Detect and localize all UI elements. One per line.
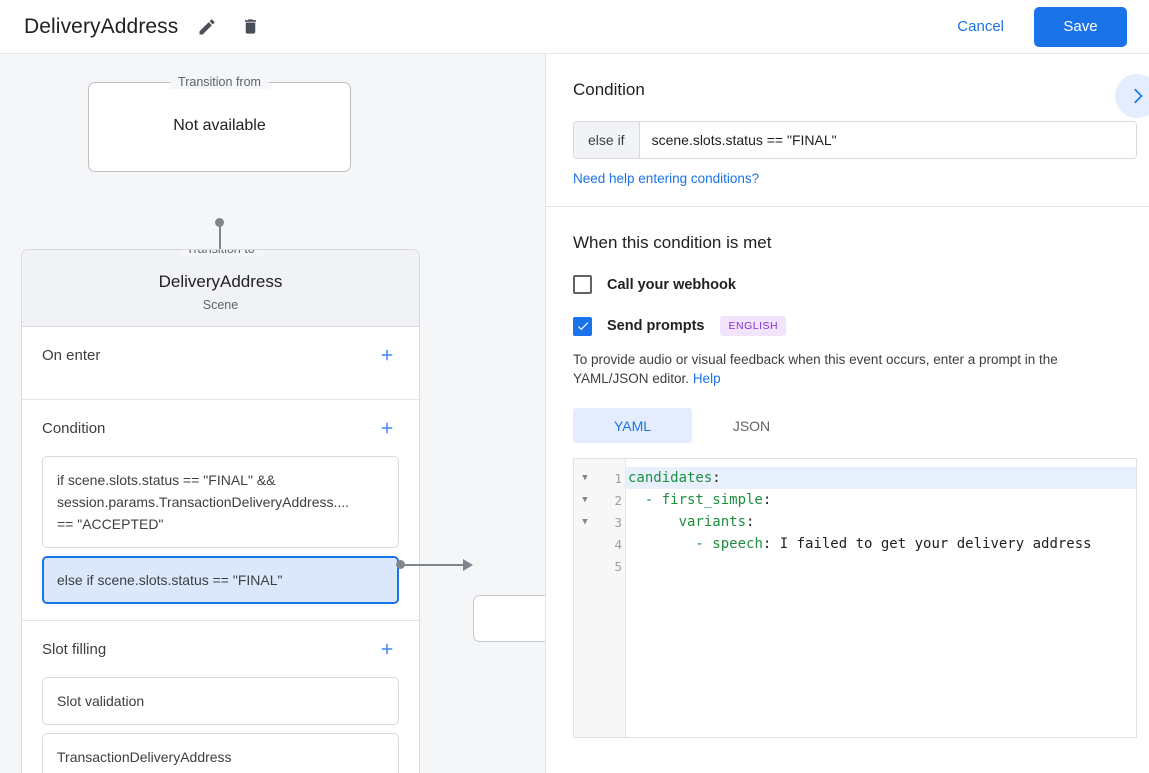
transition-from-value: Not available [173,117,266,134]
editor-gutter-row: ▼2 [574,489,625,511]
condition-edge-arrow [463,559,473,571]
section-condition: Condition if scene.slots.status == "FINA… [22,400,419,621]
trash-icon[interactable] [235,12,265,42]
section-on-enter: On enter [22,327,419,400]
helper-help-link[interactable]: Help [692,371,721,386]
fold-triangle-icon[interactable]: ▼ [582,517,588,527]
condition-operator-prefix: else if [574,122,640,158]
transition-to-legend: Transition to [178,250,263,256]
code-token [628,514,679,530]
slot-item-slot-validation[interactable]: Slot validation [42,677,399,725]
section-slot-filling: Slot filling Slot validation Transaction… [22,621,419,773]
call-webhook-checkbox[interactable] [573,275,592,294]
editor-line-number: 3 [614,514,622,530]
send-prompts-label: Send prompts [607,318,705,334]
add-slot-filling-button[interactable] [375,637,399,661]
save-button[interactable]: Save [1034,6,1127,47]
call-webhook-label: Call your webhook [607,276,736,293]
section-title-slot-filling: Slot filling [42,640,107,658]
condition-edge-line [400,564,466,566]
editor-gutter-row: ▼1 [574,467,625,489]
condition-heading: Condition [573,80,645,99]
code-token: : [746,514,755,530]
editor-code-line[interactable] [626,555,1136,577]
top-app-bar: DeliveryAddress Cancel Save [0,0,1149,54]
code-token: - [628,492,662,508]
check-icon [577,322,588,331]
helper-text-body: To provide audio or visual feedback when… [573,352,1058,386]
scene-card-header: DeliveryAddress Scene [22,250,419,327]
editor-code-line[interactable]: - first_simple: [626,489,1136,511]
add-on-enter-button[interactable] [375,343,399,367]
editor-code-line[interactable]: - speech: I failed to get your delivery … [626,533,1136,555]
tab-json[interactable]: JSON [732,417,771,434]
target-node[interactable] [473,595,546,642]
page-title: DeliveryAddress [24,14,179,38]
chevron-right-icon[interactable] [1115,74,1149,118]
code-token: speech [712,536,763,552]
code-token: : [762,536,780,552]
code-token: : [762,492,772,508]
send-prompts-checkbox[interactable] [573,316,592,336]
slot-item-transaction-delivery-address[interactable]: TransactionDeliveryAddress [42,733,399,773]
top-bar-actions: Cancel Save [945,6,1127,47]
when-condition-met-block: When this condition is met Call your web… [546,207,1149,738]
panel-divider [545,54,546,773]
fold-triangle-icon[interactable]: ▼ [582,473,588,483]
editor-gutter-row: ▼3 [574,511,625,533]
condition-detail-panel: Condition else if Need help entering con… [546,54,1149,773]
code-token: candidates [628,470,713,486]
editor-line-number: 4 [614,536,622,552]
editor-format-tabs: YAML JSON [573,408,1122,443]
condition-expression-input[interactable] [639,122,1136,158]
transition-from-legend: Transition from [170,75,269,89]
code-token: I failed to get your delivery address [779,536,1092,552]
condition-block: Condition else if Need help entering con… [546,54,1149,188]
condition-item-if[interactable]: if scene.slots.status == "FINAL" && sess… [42,456,399,548]
fold-triangle-icon[interactable]: ▼ [582,495,588,505]
panel-section-divider [546,206,1149,207]
add-condition-button[interactable] [375,416,399,440]
send-prompts-helper-text: To provide audio or visual feedback when… [573,350,1133,388]
condition-input-group[interactable]: else if [573,121,1137,159]
scene-type: Scene [202,298,239,312]
code-token: variants [678,514,747,530]
editor-line-number: 5 [614,558,622,574]
transition-to-card[interactable]: Transition to DeliveryAddress Scene On e… [21,249,420,773]
condition-item-else-if[interactable]: else if scene.slots.status == "FINAL" [42,556,399,604]
editor-gutter-row: 4 [574,533,625,555]
code-token: first_simple [661,492,763,508]
editor-code-area[interactable]: candidates: - first_simple: variants: - … [626,459,1136,737]
editor-code-line[interactable]: variants: [626,511,1136,533]
send-prompts-checkbox-row[interactable]: Send prompts ENGLISH [573,316,1122,336]
tab-yaml[interactable]: YAML [573,408,692,443]
editor-code-line[interactable]: candidates: [626,467,1136,489]
pencil-icon[interactable] [192,12,222,42]
cancel-button[interactable]: Cancel [945,10,1016,43]
editor-gutter-row: 5 [574,555,625,577]
webhook-checkbox-row[interactable]: Call your webhook [573,275,1122,294]
when-condition-met-heading: When this condition is met [573,233,772,252]
editor-line-number: 1 [614,470,622,486]
condition-help-link[interactable]: Need help entering conditions? [573,171,760,186]
section-title-condition: Condition [42,419,106,437]
language-badge: ENGLISH [720,316,787,336]
section-title-on-enter: On enter [42,346,101,364]
code-token: : [712,470,721,486]
editor-line-number: 2 [614,492,622,508]
transition-from-node[interactable]: Transition from Not available [88,75,351,172]
scene-name: DeliveryAddress [158,272,283,291]
connector-line [219,222,221,266]
flow-canvas[interactable]: Transition from Not available Transition… [0,54,546,773]
code-token: - [628,536,713,552]
